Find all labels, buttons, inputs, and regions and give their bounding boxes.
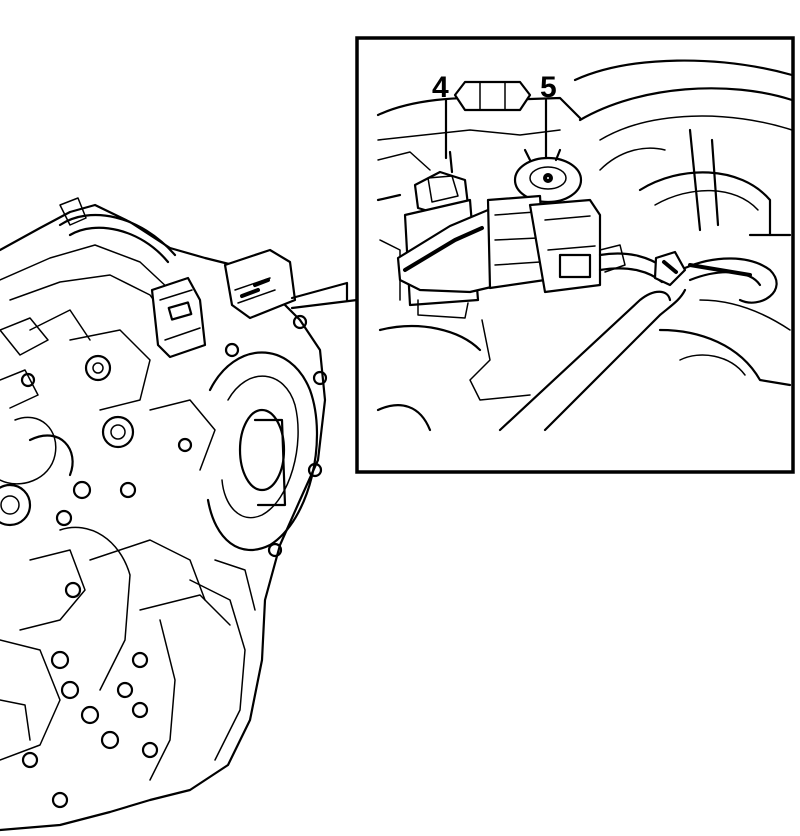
- connector-pair: [150, 248, 297, 359]
- detail-view: [376, 59, 794, 432]
- transmission-housing: [0, 197, 328, 832]
- leader-line: [290, 281, 359, 310]
- bolt-cluster: [21, 650, 159, 809]
- callout-label-4: 4: [432, 71, 449, 104]
- detail-inset: 4 5: [355, 36, 795, 474]
- callout-label-5: 5: [540, 71, 557, 104]
